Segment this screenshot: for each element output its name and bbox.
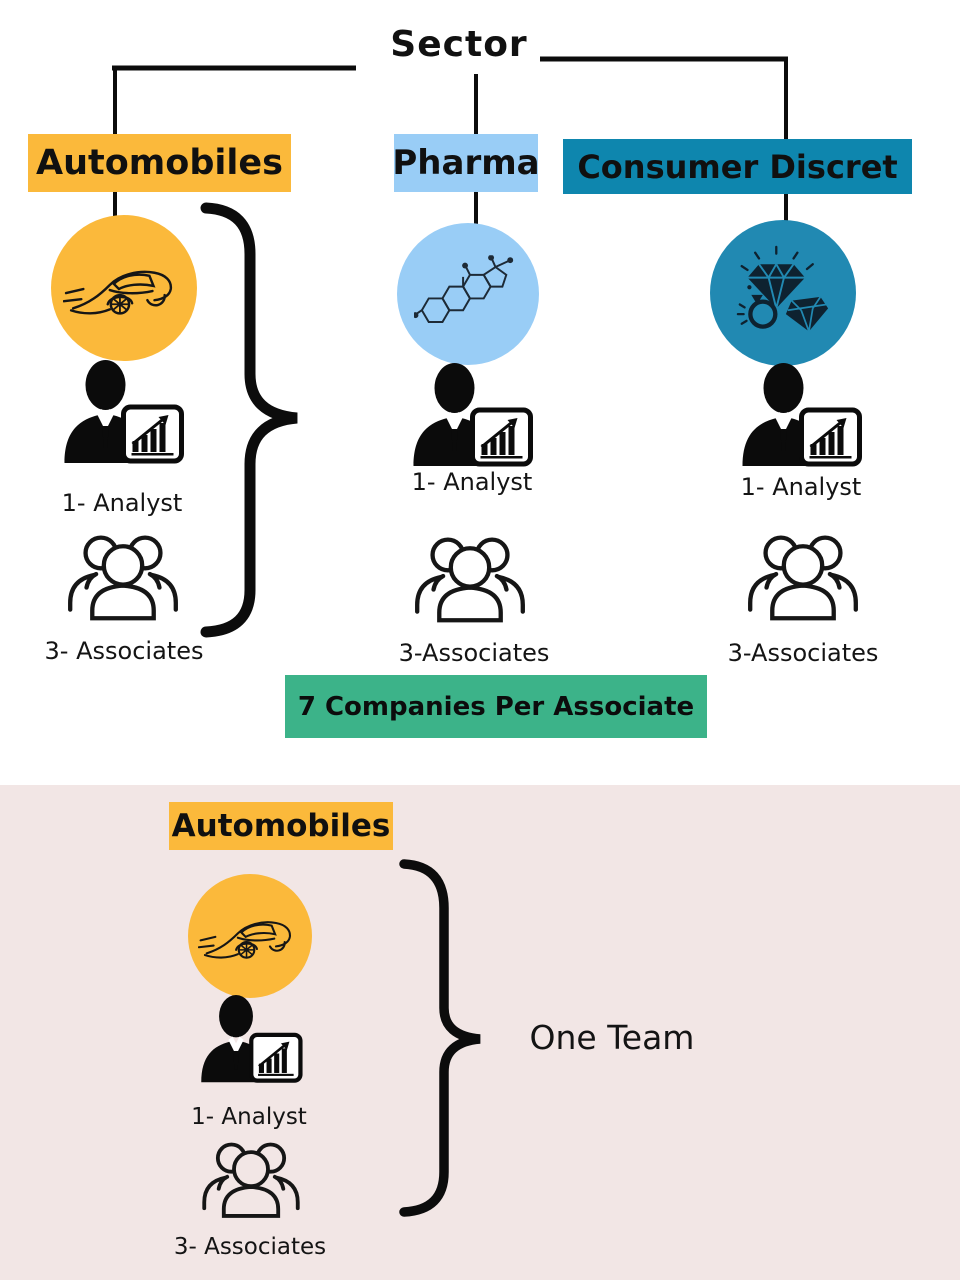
- sector-label-consumer-discret: Consumer Discret: [563, 139, 912, 194]
- associates-count-label: 3-Associates: [398, 639, 550, 667]
- pharma-circle: [397, 223, 539, 365]
- diamond-ring-icon: [730, 245, 836, 341]
- analyst-count-label: 1- Analyst: [61, 489, 183, 517]
- analyst-chart-icon: [197, 995, 303, 1084]
- analyst-count-label: 1- Analyst: [191, 1104, 307, 1130]
- team-icon: [410, 530, 530, 626]
- team-icon: [200, 1136, 302, 1221]
- consumer-discret-circle: [710, 220, 856, 366]
- companies-per-associate-banner: 7 Companies Per Associate: [285, 675, 707, 738]
- curly-brace-top: [200, 202, 298, 638]
- analyst-count-label: 1- Analyst: [740, 473, 862, 501]
- automobiles-circle-bottom: [188, 874, 312, 998]
- connector-lines: [112, 56, 788, 226]
- analyst-chart-icon: [409, 363, 534, 468]
- sector-label-automobiles: Automobiles: [28, 134, 291, 192]
- curly-brace-bottom: [399, 859, 481, 1217]
- associates-count-label: 3- Associates: [173, 1234, 327, 1260]
- analyst-chart-icon: [738, 363, 863, 468]
- team-icon: [63, 528, 183, 624]
- associates-count-label: 3- Associates: [44, 637, 204, 665]
- analyst-chart-icon: [60, 360, 185, 465]
- associates-count-label: 3-Associates: [727, 639, 879, 667]
- team-section-label-automobiles: Automobiles: [169, 802, 393, 850]
- molecule-icon: [414, 255, 522, 334]
- sector-label-pharma: Pharma: [392, 134, 540, 192]
- one-team-label: One Team: [529, 1018, 695, 1057]
- car-icon: [63, 247, 185, 329]
- analyst-count-label: 1- Analyst: [411, 468, 533, 496]
- team-icon: [743, 528, 863, 624]
- one-team-section: [0, 785, 960, 1280]
- sector-root-label: Sector: [390, 24, 528, 65]
- automobiles-circle: [51, 215, 197, 361]
- car-icon: [198, 901, 302, 971]
